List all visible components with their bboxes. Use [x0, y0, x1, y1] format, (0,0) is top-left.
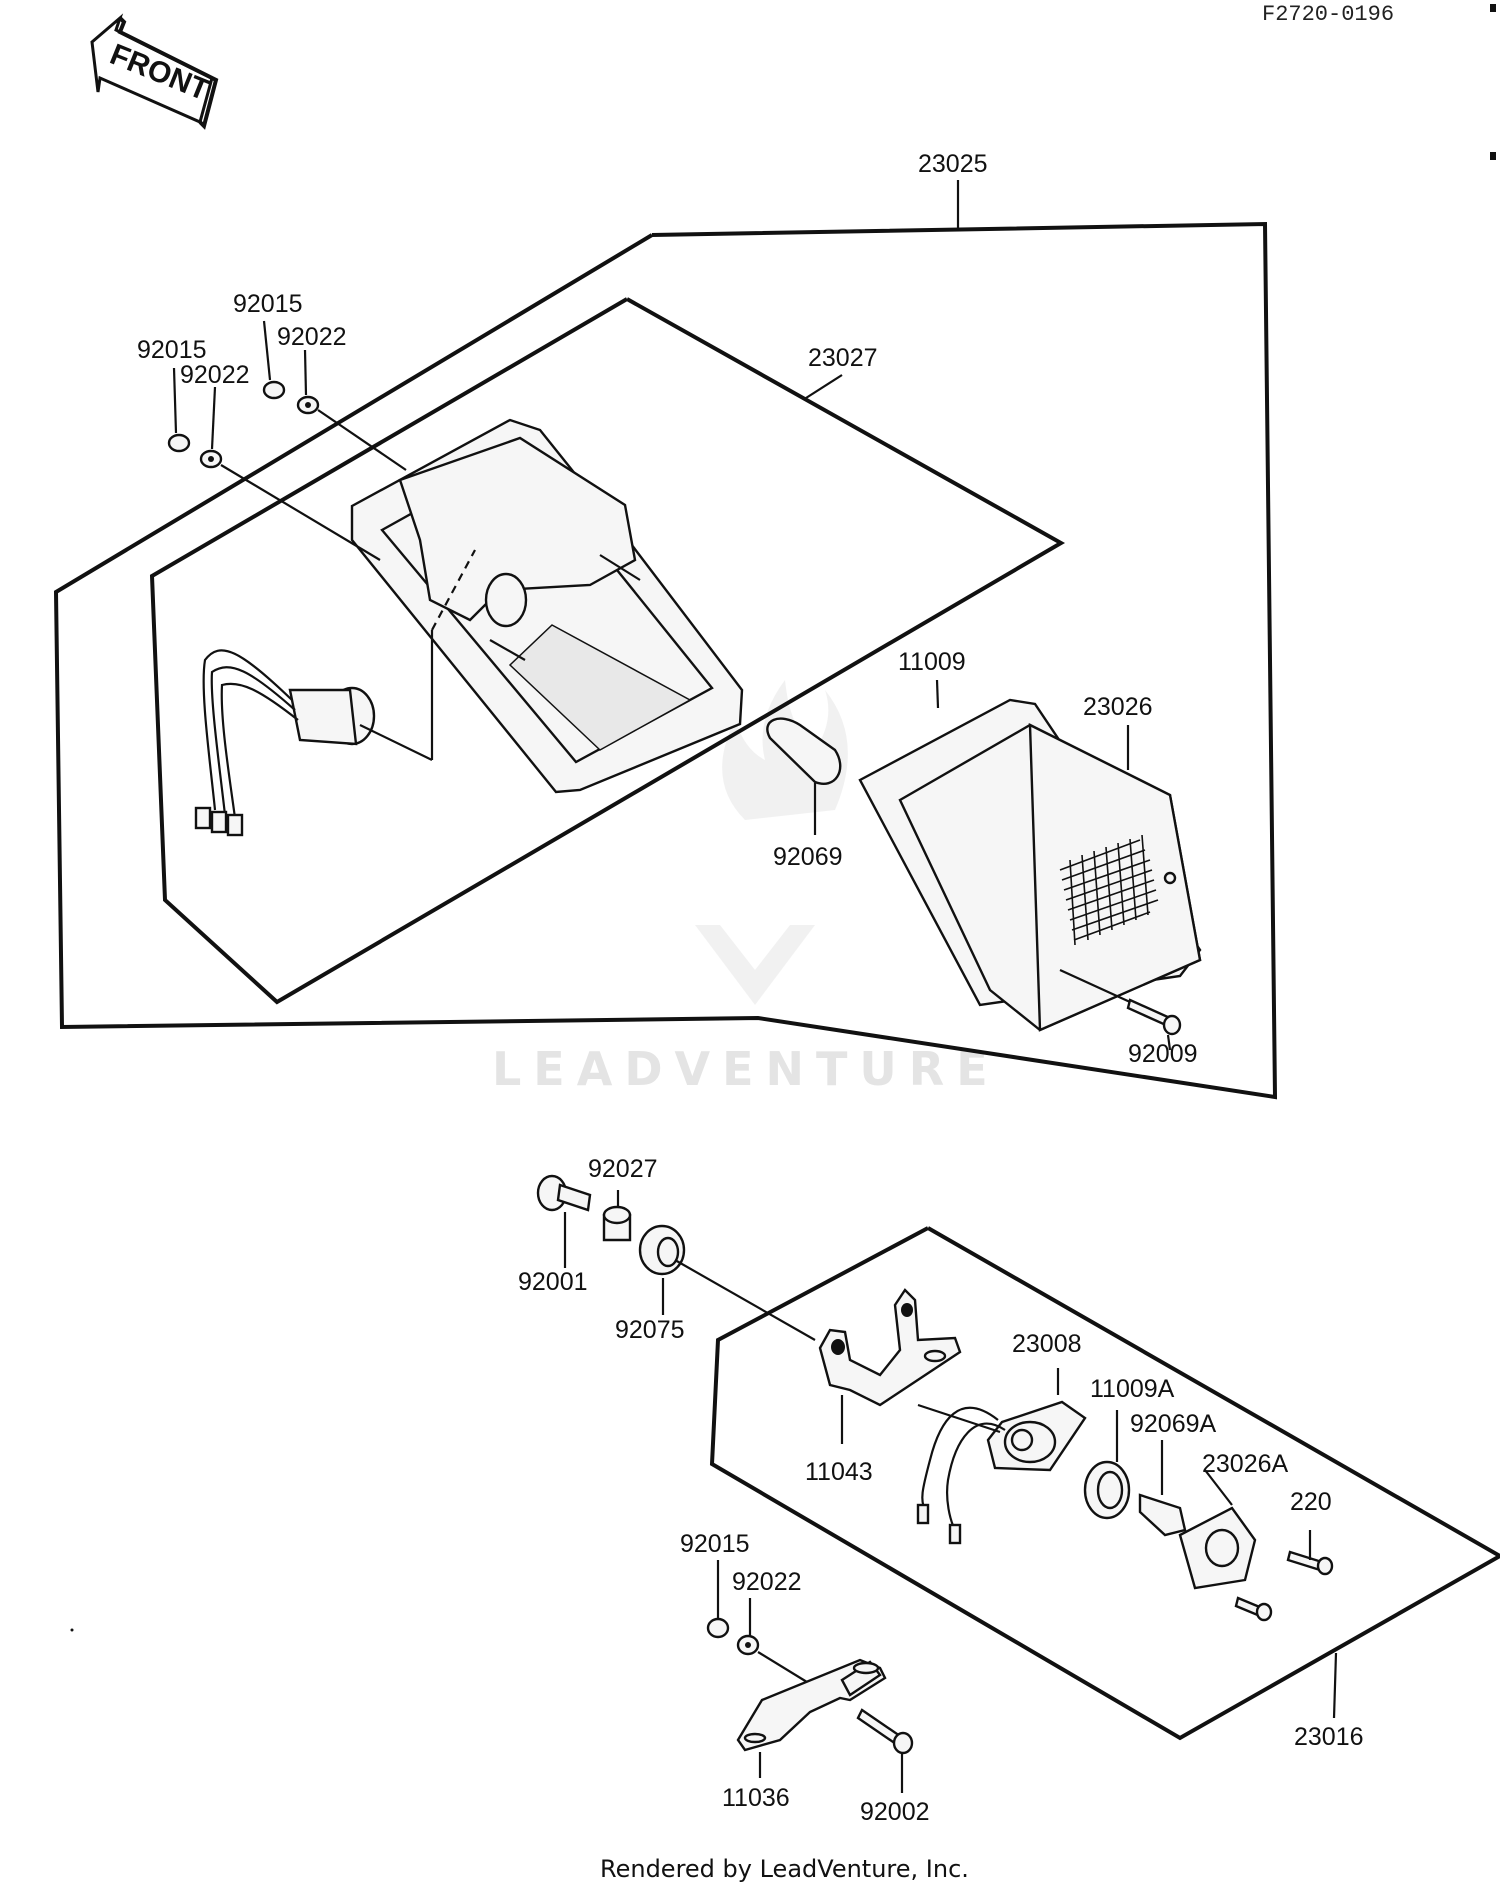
nut-washer-set-b — [167, 433, 381, 561]
leader — [805, 374, 843, 399]
nut-washer-set-c — [706, 1560, 821, 1691]
part-label-92022-c[interactable]: 92022 — [732, 1568, 802, 1596]
part-label-92015-c[interactable]: 92015 — [680, 1530, 750, 1558]
part-label-23027[interactable]: 23027 — [808, 344, 878, 372]
nut-washer-set-a — [262, 380, 407, 471]
frame-23016 — [709, 1226, 1500, 1741]
bracket-11043 — [818, 1288, 962, 1444]
part-label-11009[interactable]: 11009 — [898, 648, 966, 676]
part-label-92009[interactable]: 92009 — [1128, 1040, 1198, 1068]
lens-23026 — [858, 679, 1202, 1032]
part-label-220[interactable]: 220 — [1290, 1488, 1332, 1516]
part-label-92022-b[interactable]: 92022 — [180, 361, 250, 389]
drawing-code: F2720-0196 — [1262, 2, 1394, 27]
taillight-housing — [350, 418, 744, 794]
part-label-11043[interactable]: 11043 — [805, 1458, 873, 1486]
part-label-92015-b[interactable]: 92015 — [137, 336, 207, 364]
lens-23026A — [1178, 1469, 1257, 1590]
part-label-23026[interactable]: 23026 — [1083, 693, 1153, 721]
bulb-92069A — [1138, 1440, 1187, 1537]
speck — [70, 1628, 74, 1632]
part-label-92001[interactable]: 92001 — [518, 1268, 588, 1296]
socket-23008 — [916, 1368, 1087, 1545]
gasket-11009A — [1083, 1410, 1131, 1520]
bulb-socket-wiring — [194, 549, 476, 837]
inner-frame-23027 — [149, 297, 1066, 1005]
part-label-92002[interactable]: 92002 — [860, 1798, 930, 1826]
part-label-92027[interactable]: 92027 — [588, 1155, 658, 1183]
part-label-11036[interactable]: 11036 — [722, 1784, 790, 1812]
part-label-23008[interactable]: 23008 — [1012, 1330, 1082, 1358]
part-label-92069A[interactable]: 92069A — [1130, 1410, 1217, 1438]
footer-credit: Rendered by LeadVenture, Inc. — [600, 1855, 969, 1883]
part-label-11009A[interactable]: 11009A — [1090, 1375, 1175, 1403]
part-label-23016[interactable]: 23016 — [1294, 1723, 1364, 1751]
leader — [172, 367, 178, 434]
bracket-11036 — [736, 1658, 887, 1778]
part-label-23026A[interactable]: 23026A — [1202, 1450, 1289, 1478]
bolt-92001 — [536, 1174, 592, 1268]
outer-frame-23025 — [53, 221, 1278, 1100]
watermark-text: LEADVENTURE — [492, 1042, 1000, 1096]
screw-220 — [1234, 1530, 1334, 1622]
bolt-92002 — [856, 1708, 914, 1793]
bulb-92069 — [766, 717, 842, 835]
leader — [210, 386, 217, 450]
part-label-92022-a[interactable]: 92022 — [277, 323, 347, 351]
screw-92009 — [1059, 968, 1182, 1051]
front-arrow-icon: FRONT — [90, 13, 219, 130]
leader — [262, 320, 272, 381]
corner-mark — [1490, 4, 1496, 12]
part-label-92069[interactable]: 92069 — [773, 843, 843, 871]
leader — [303, 349, 308, 396]
part-label-92075[interactable]: 92075 — [615, 1316, 685, 1344]
grommet-92075 — [638, 1224, 816, 1341]
leader — [1332, 1652, 1338, 1719]
corner-mark — [1490, 152, 1496, 160]
collar-92027 — [602, 1190, 632, 1242]
part-label-23025[interactable]: 23025 — [918, 150, 988, 178]
part-label-92015-a[interactable]: 92015 — [233, 290, 303, 318]
